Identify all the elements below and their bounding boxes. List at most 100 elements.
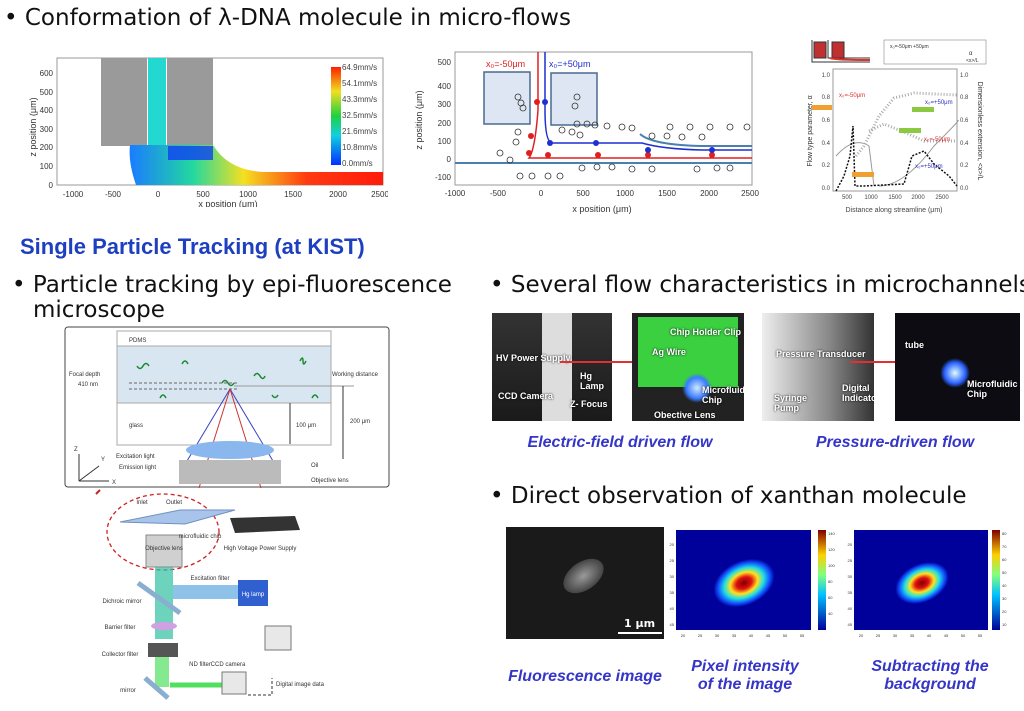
arrow-left-icon [812,105,832,110]
x-tick: 500 [842,195,853,201]
x-tick: 1000 [239,190,257,199]
x-tick: 1000 [616,189,634,198]
photo-label: Ag Wire [652,347,686,357]
colorbar-tick: 70 [1002,544,1007,549]
photo-label: Microfluidic Chip [702,385,744,405]
colorbar-label: 43.3mm/s [342,95,377,104]
label-oil: Oil [311,463,318,469]
y2-tick: 0.8 [960,95,969,101]
colorbar-tick: 120 [828,547,835,552]
y2-tick: 0.2 [960,163,969,169]
x-tick: -1000 [63,190,84,199]
label-mirror: mirror [120,688,136,694]
arrow-right-icon [912,107,934,112]
x-tick: 25 [698,633,703,638]
x-tick: 20 [859,633,864,638]
y-tick: 0.6 [822,118,831,124]
photo-label: Digital Indicator [842,383,874,403]
blue-markers [542,99,715,153]
photo-microscope-electric: HV Power Supply Hg Lamp CCD Camera Z- Fo… [492,313,612,421]
label-working-distance: Working distance [332,372,379,378]
y2-tick: 1.0 [960,73,969,79]
y-tick: 45 [670,622,675,627]
x-tick: 0 [539,189,544,198]
colorbar-label: 10.8mm/s [342,143,377,152]
y-tick: 300 [438,100,452,109]
x-tick: 1000 [864,195,878,201]
y-tick: 0 [49,181,54,190]
x-tick: 1500 [888,195,902,201]
y-tick: 40 [670,606,675,611]
annotation: x₀=-50μm [924,137,950,143]
colorbar-tick: 60 [828,595,833,600]
y2-tick: 0.0 [960,186,969,192]
axis-y: Y [101,457,105,463]
colorbar-tick: 60 [1002,557,1007,562]
label-hg: Hg lamp [242,592,265,598]
label-hv: High Voltage Power Supply [224,546,297,552]
caption-pressure: Pressure-driven flow [815,434,975,451]
y-tick: 200 [40,143,54,152]
label-barrier: Barrier filter [104,625,135,631]
photo-label: Obective Lens [654,410,716,420]
y-tick: 300 [40,125,54,134]
heading-particle-tracking-line2: microscope [33,297,165,323]
y-tick: 25 [848,558,853,563]
x-tick: -1000 [445,189,466,198]
arrow-left-icon [852,172,874,177]
y-tick: 400 [40,106,54,115]
annotation: x₀=-50μm [839,93,865,99]
x-axis-label: x position (μm) [198,199,257,207]
x-tick: 40 [927,633,932,638]
x-tick: 2500 [371,190,388,199]
heading-xanthan: • Direct observation of xanthan molecule [490,483,967,509]
wall-right [167,58,213,146]
label-outlet: Outlet [166,500,182,506]
photo-label: HV Power Supply [496,353,571,363]
wall-left [101,58,147,146]
caption-pixel-intensity-2: of the image [697,676,793,693]
label-ccd: CCD camera [211,662,246,668]
section-subtitle: Single Particle Tracking (at KIST) [20,234,365,259]
y-axis-label: z position (μm) [414,90,424,149]
fluorescence-image: 1 μm [506,527,664,639]
colorbar-label: 32.5mm/s [342,111,377,120]
colorbar-tick: 80 [828,579,833,584]
x-tick: 2500 [741,189,759,198]
colorbar-tick: 10 [1002,622,1007,627]
scale-bar-label: 1 μm [624,617,656,630]
microscope-setup-diagram: Inlet Outlet microfluidic chip Objective… [95,489,325,700]
label-red: x₀=-50μm [486,59,525,69]
label-exc-filter: Excitation filter [190,576,229,582]
colorbar-tick: 140 [828,531,835,536]
label-objective: Objective lens [145,546,183,552]
label-chip: microfluidic chip [179,534,222,540]
heading-particle-tracking: • Particle tracking by epi-fluorescence [12,272,452,298]
annotation: x₀=+50μm [915,164,943,170]
y-tick: 0 [447,155,452,164]
photo-label: Syringe Pump [774,393,808,413]
label-blue: x₀=+50μm [549,59,590,69]
x-tick: 2000 [329,190,347,199]
label-focal-value: 410 nm [78,382,98,388]
x-tick: 30 [715,633,720,638]
y-tick: 35 [848,590,853,595]
colorbar-label: 64.9mm/s [342,63,377,72]
x-tick: 1500 [658,189,676,198]
colorbar-label: 54.1mm/s [342,79,377,88]
y-tick: 30 [670,574,675,579]
colorbar-label: 0.0mm/s [342,159,373,168]
y-tick: 100 [40,162,54,171]
label-glass: glass [129,423,143,429]
x-tick: 0 [156,190,161,199]
photo-label: Hg Lamp [580,371,605,391]
y-tick: 25 [670,558,675,563]
label-inlet: Inlet [136,500,148,506]
photo-label: Pressure Transducer [776,349,866,359]
open-markers [496,93,751,180]
y-tick: 1.0 [822,73,831,79]
legend-header: x₀=-50μm +50μm [890,44,929,50]
photo-chip-holder: Chip Holder Clip Ag Wire Microfluidic Ch… [632,313,744,421]
x-tick: 2000 [911,195,925,201]
heading-flow-characteristics: • Several flow characteristics in microc… [490,272,1024,298]
